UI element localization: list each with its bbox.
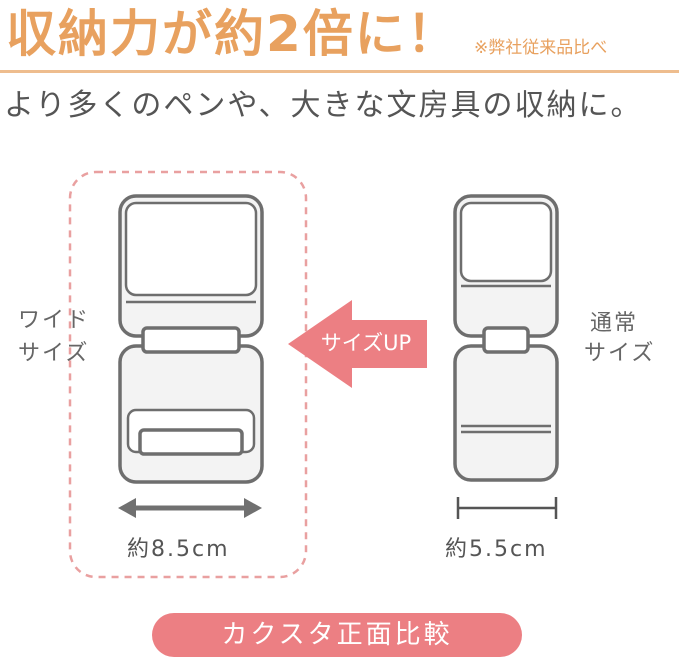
normal-label-line2: サイズ bbox=[584, 341, 656, 366]
wide-label-line2: サイズ bbox=[18, 341, 90, 366]
headline-divider bbox=[0, 70, 679, 73]
wide-width-arrow bbox=[118, 498, 262, 518]
subheadline: より多くのペンや、大きな文房具の収納に。 bbox=[4, 88, 643, 123]
wide-highlight-frame bbox=[68, 170, 308, 579]
wide-label-line1: ワイド bbox=[18, 308, 91, 333]
normal-width-bracket bbox=[456, 497, 558, 519]
headline-title: 収納力が約2倍に！ bbox=[6, 5, 459, 63]
normal-measure-text: 約5.5cm bbox=[445, 537, 548, 562]
size-up-arrow bbox=[288, 300, 427, 388]
normal-case-icon bbox=[453, 194, 559, 482]
comparison-badge: カクスタ正面比較 bbox=[152, 613, 522, 657]
headline-note: ※弊社従来品比べ bbox=[474, 38, 608, 58]
wide-measure-text: 約8.5cm bbox=[127, 537, 230, 562]
wide-case-icon bbox=[118, 194, 264, 484]
normal-label-line1: 通常 bbox=[590, 311, 639, 336]
size-up-label: サイズUP bbox=[320, 331, 412, 355]
